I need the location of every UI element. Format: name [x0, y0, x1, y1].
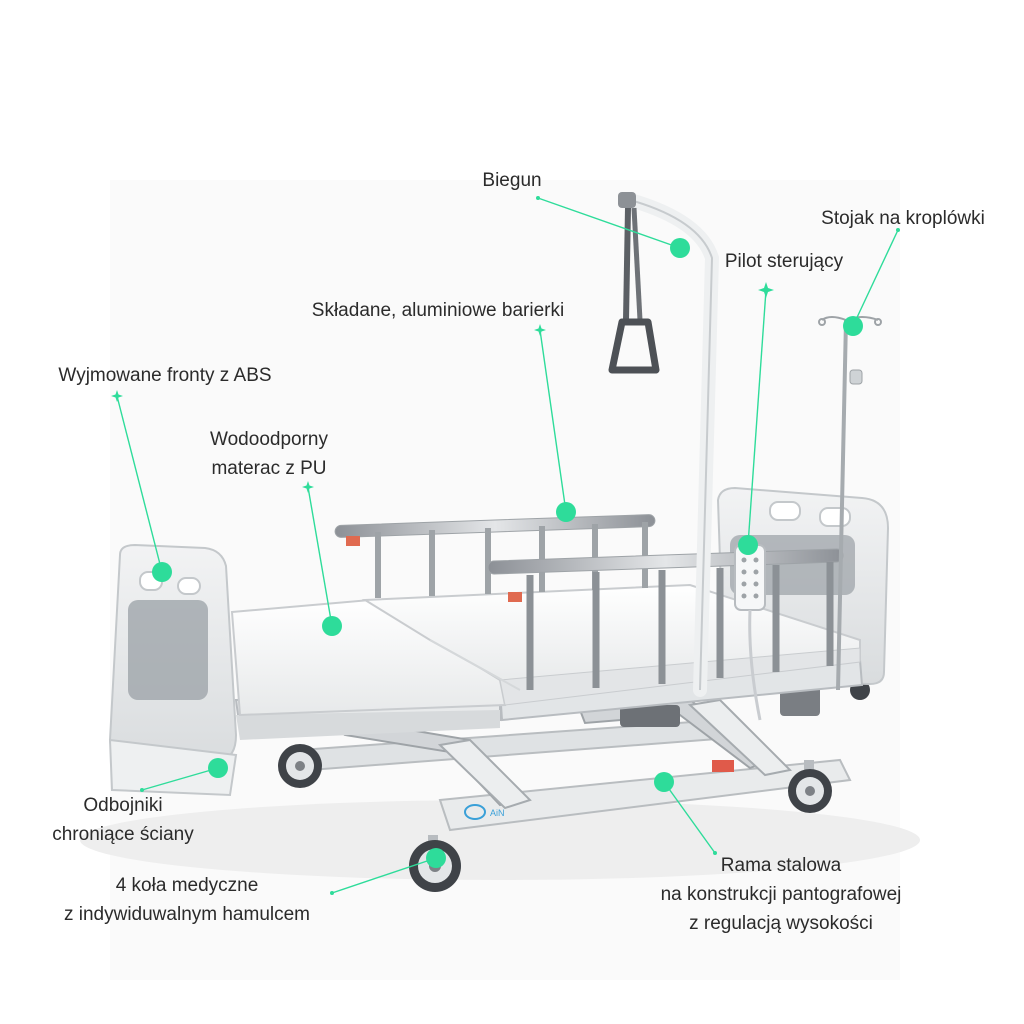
callout-label-materac: Wodoodporny materac z PU: [210, 429, 328, 479]
callout-label-stojak: Stojak na kroplówki: [821, 208, 985, 229]
dot-materac: [322, 616, 342, 636]
callout-label-odbojniki: Odbojniki chroniące ściany: [52, 795, 194, 845]
svg-text:AiN: AiN: [490, 808, 505, 818]
dot-odbojniki: [208, 758, 228, 778]
wall-bumper: [108, 738, 238, 797]
leader-pilot: [747, 289, 767, 546]
caster-wheel-rear-left: [278, 744, 322, 788]
leader-fronty: [116, 395, 163, 573]
callout-line-ends: [111, 196, 900, 895]
caster-wheel-front-right: [788, 760, 832, 813]
callout-dots: [152, 238, 863, 868]
callout-label-pilot: Pilot sterujący: [724, 251, 844, 272]
dot-pilot: [738, 535, 758, 555]
leader-stojak: [852, 229, 899, 327]
dot-fronty: [152, 562, 172, 582]
callout-leader-lines: [116, 197, 899, 894]
callout-label-biegun: Biegun: [482, 170, 542, 191]
remote-control: [734, 544, 766, 721]
dot-barierki: [556, 502, 576, 522]
lifting-pole: [608, 192, 720, 697]
floor-shadow: [80, 800, 920, 880]
footboard-panel: [128, 600, 208, 700]
leader-barierki: [539, 329, 567, 513]
callout-label-fronty: Wyjmowane fronty z ABS: [58, 365, 272, 386]
leader-materac: [307, 486, 333, 627]
pu-mattress: [230, 583, 861, 717]
abs-footboard: [108, 543, 238, 797]
callout-label-kola: 4 koła medyczne z indywiduwalnym hamulce…: [63, 875, 311, 925]
brand-logo: AiN: [464, 804, 505, 820]
leader-biegun: [537, 197, 681, 249]
dot-rama: [654, 772, 674, 792]
dot-stojak: [843, 316, 863, 336]
dot-kola: [426, 848, 446, 868]
rail-release-latch: [346, 536, 360, 546]
leader-kola: [331, 857, 437, 894]
patient-handle: [608, 318, 660, 374]
callout-label-rama: Rama stalowa na konstrukcji pantografowe…: [660, 855, 902, 934]
callout-label-barierki: Składane, aluminiowe barierki: [311, 300, 565, 321]
dot-biegun: [670, 238, 690, 258]
frame-warning-label: [712, 760, 734, 772]
leader-rama: [663, 781, 716, 854]
leader-odbojniki: [141, 767, 219, 791]
